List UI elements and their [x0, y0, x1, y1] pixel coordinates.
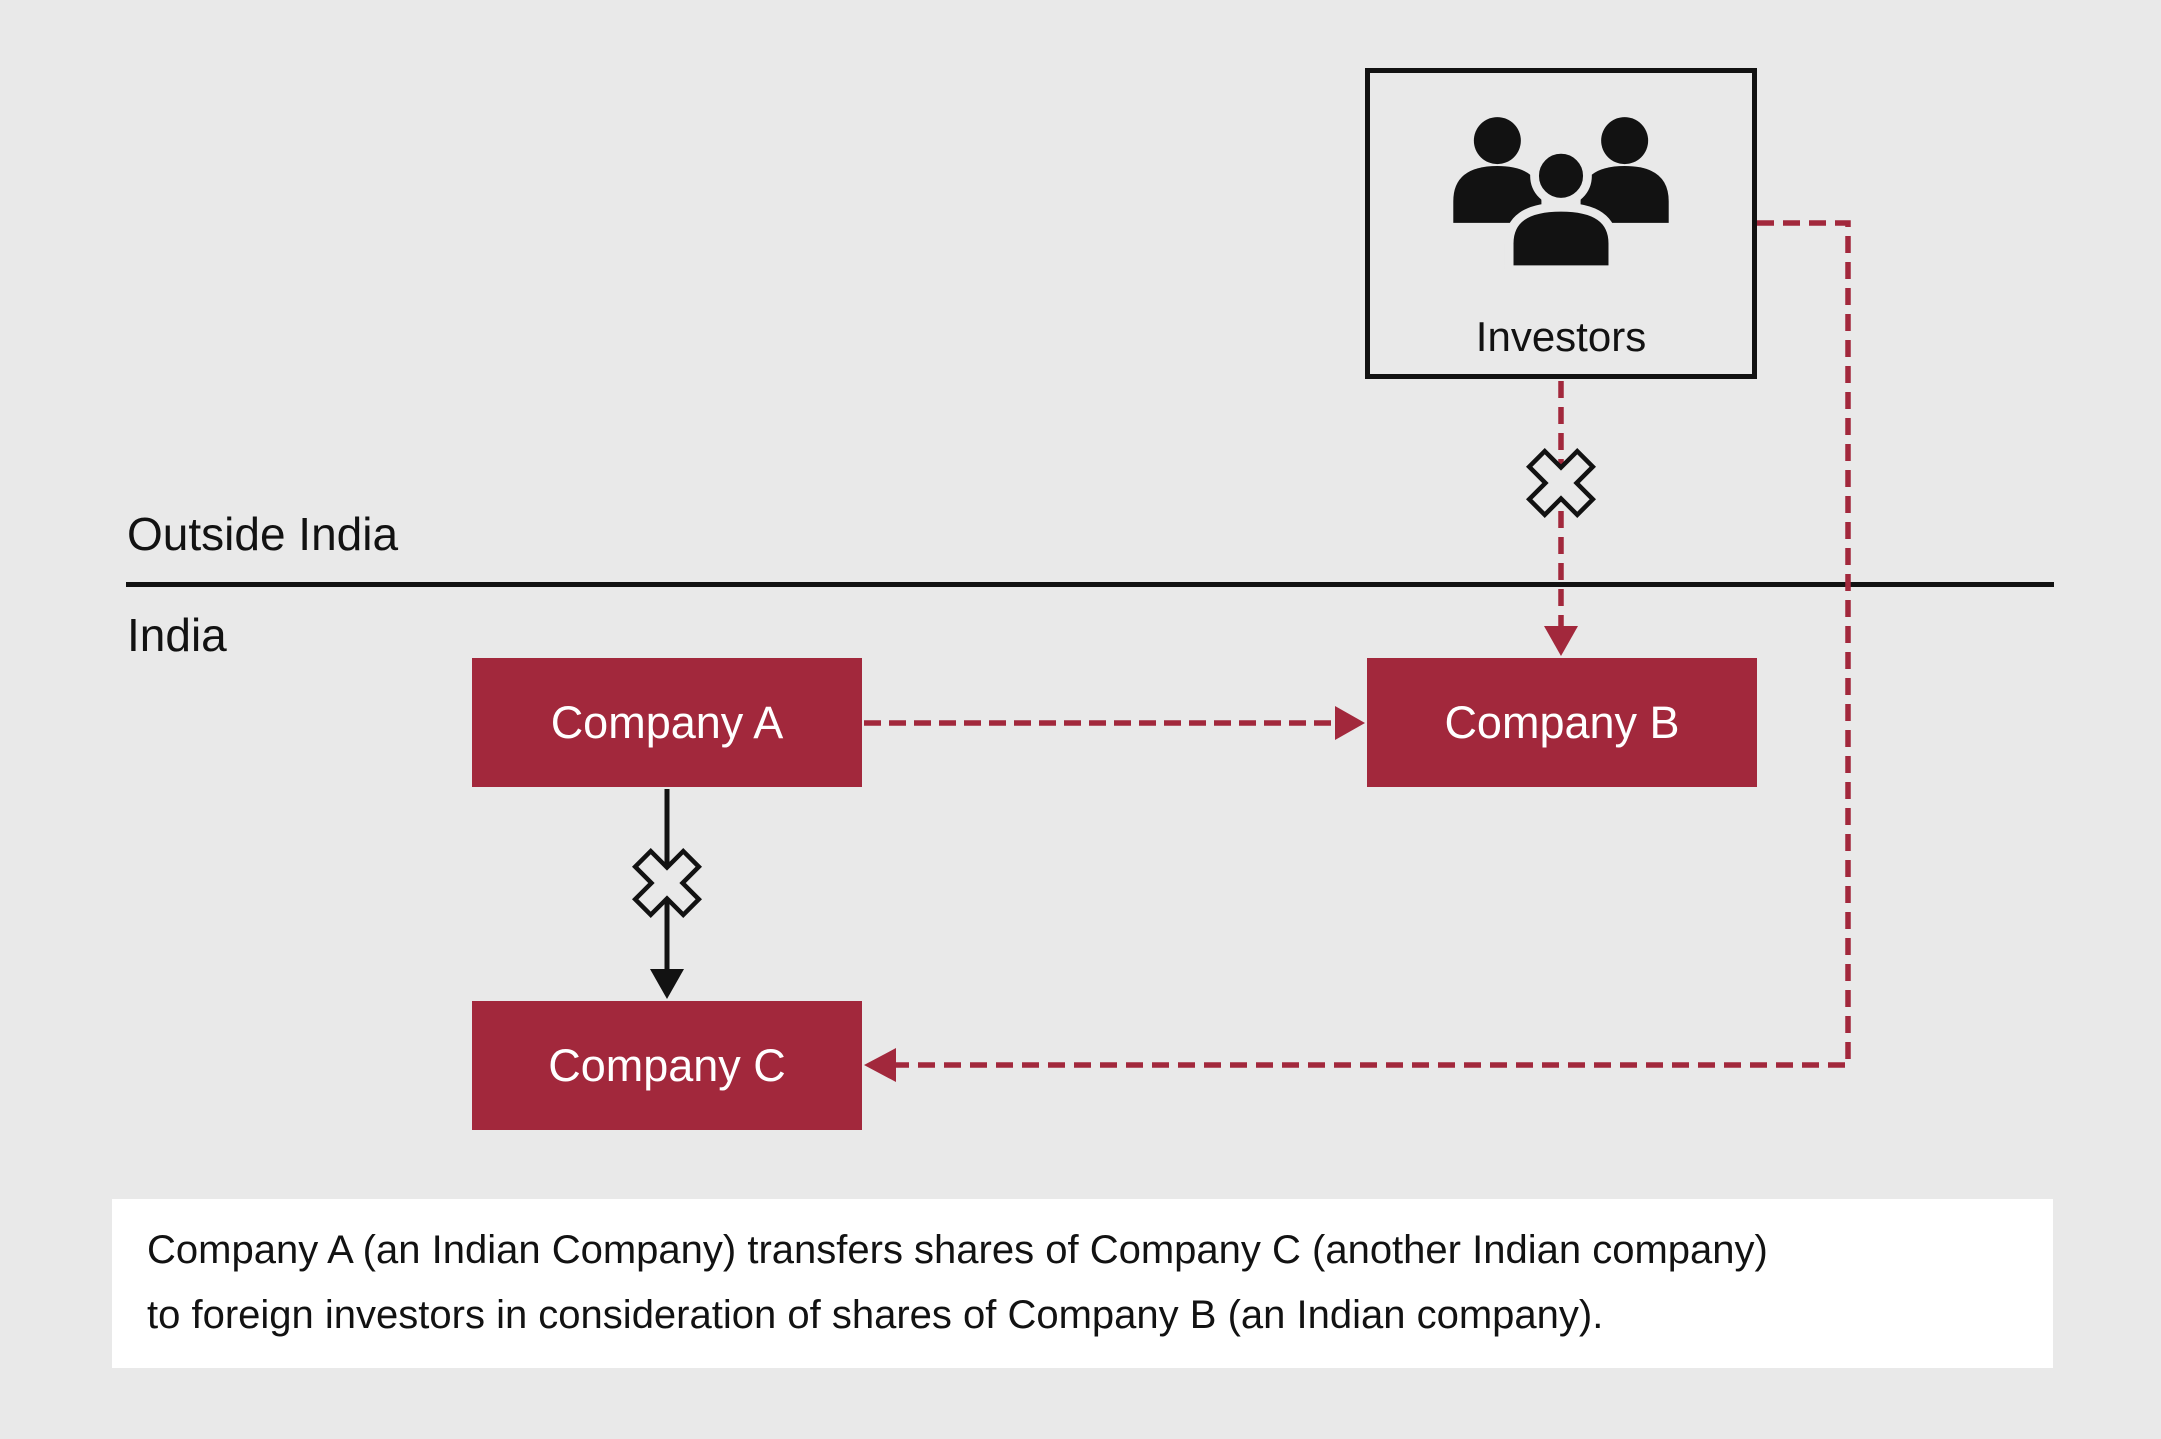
company-c-label: Company C: [548, 1039, 786, 1091]
blocked-cross-icon: [631, 847, 703, 919]
caption-box: Company A (an Indian Company) transfers …: [112, 1199, 2053, 1368]
arrowhead-left-icon: [864, 1048, 896, 1082]
india-label: India: [127, 609, 227, 661]
arrowhead-right-icon: [1335, 706, 1365, 740]
caption-line-2: to foreign investors in consideration of…: [147, 1293, 1604, 1337]
company-a-label: Company A: [550, 696, 784, 748]
caption-line-1: Company A (an Indian Company) transfers …: [147, 1228, 1768, 1272]
investors-node: Investors: [1365, 68, 1757, 379]
india-border-line: [126, 582, 2054, 587]
arrowhead-down-icon: [1544, 626, 1578, 656]
company-a-node: Company A: [472, 658, 862, 787]
edge-company-a-to-company-c: [650, 789, 684, 999]
company-b-node: Company B: [1367, 658, 1757, 787]
arrowhead-down-icon: [650, 969, 684, 999]
investors-label: Investors: [1475, 313, 1647, 360]
people-group-icon: [1453, 117, 1669, 270]
edge-investors-to-company-b: [1544, 381, 1578, 656]
outside-india-label: Outside India: [127, 508, 399, 560]
company-b-label: Company B: [1444, 696, 1680, 748]
blocked-cross-icon: [1525, 447, 1597, 519]
edge-company-a-to-company-b: [864, 706, 1365, 740]
company-c-node: Company C: [472, 1001, 862, 1130]
